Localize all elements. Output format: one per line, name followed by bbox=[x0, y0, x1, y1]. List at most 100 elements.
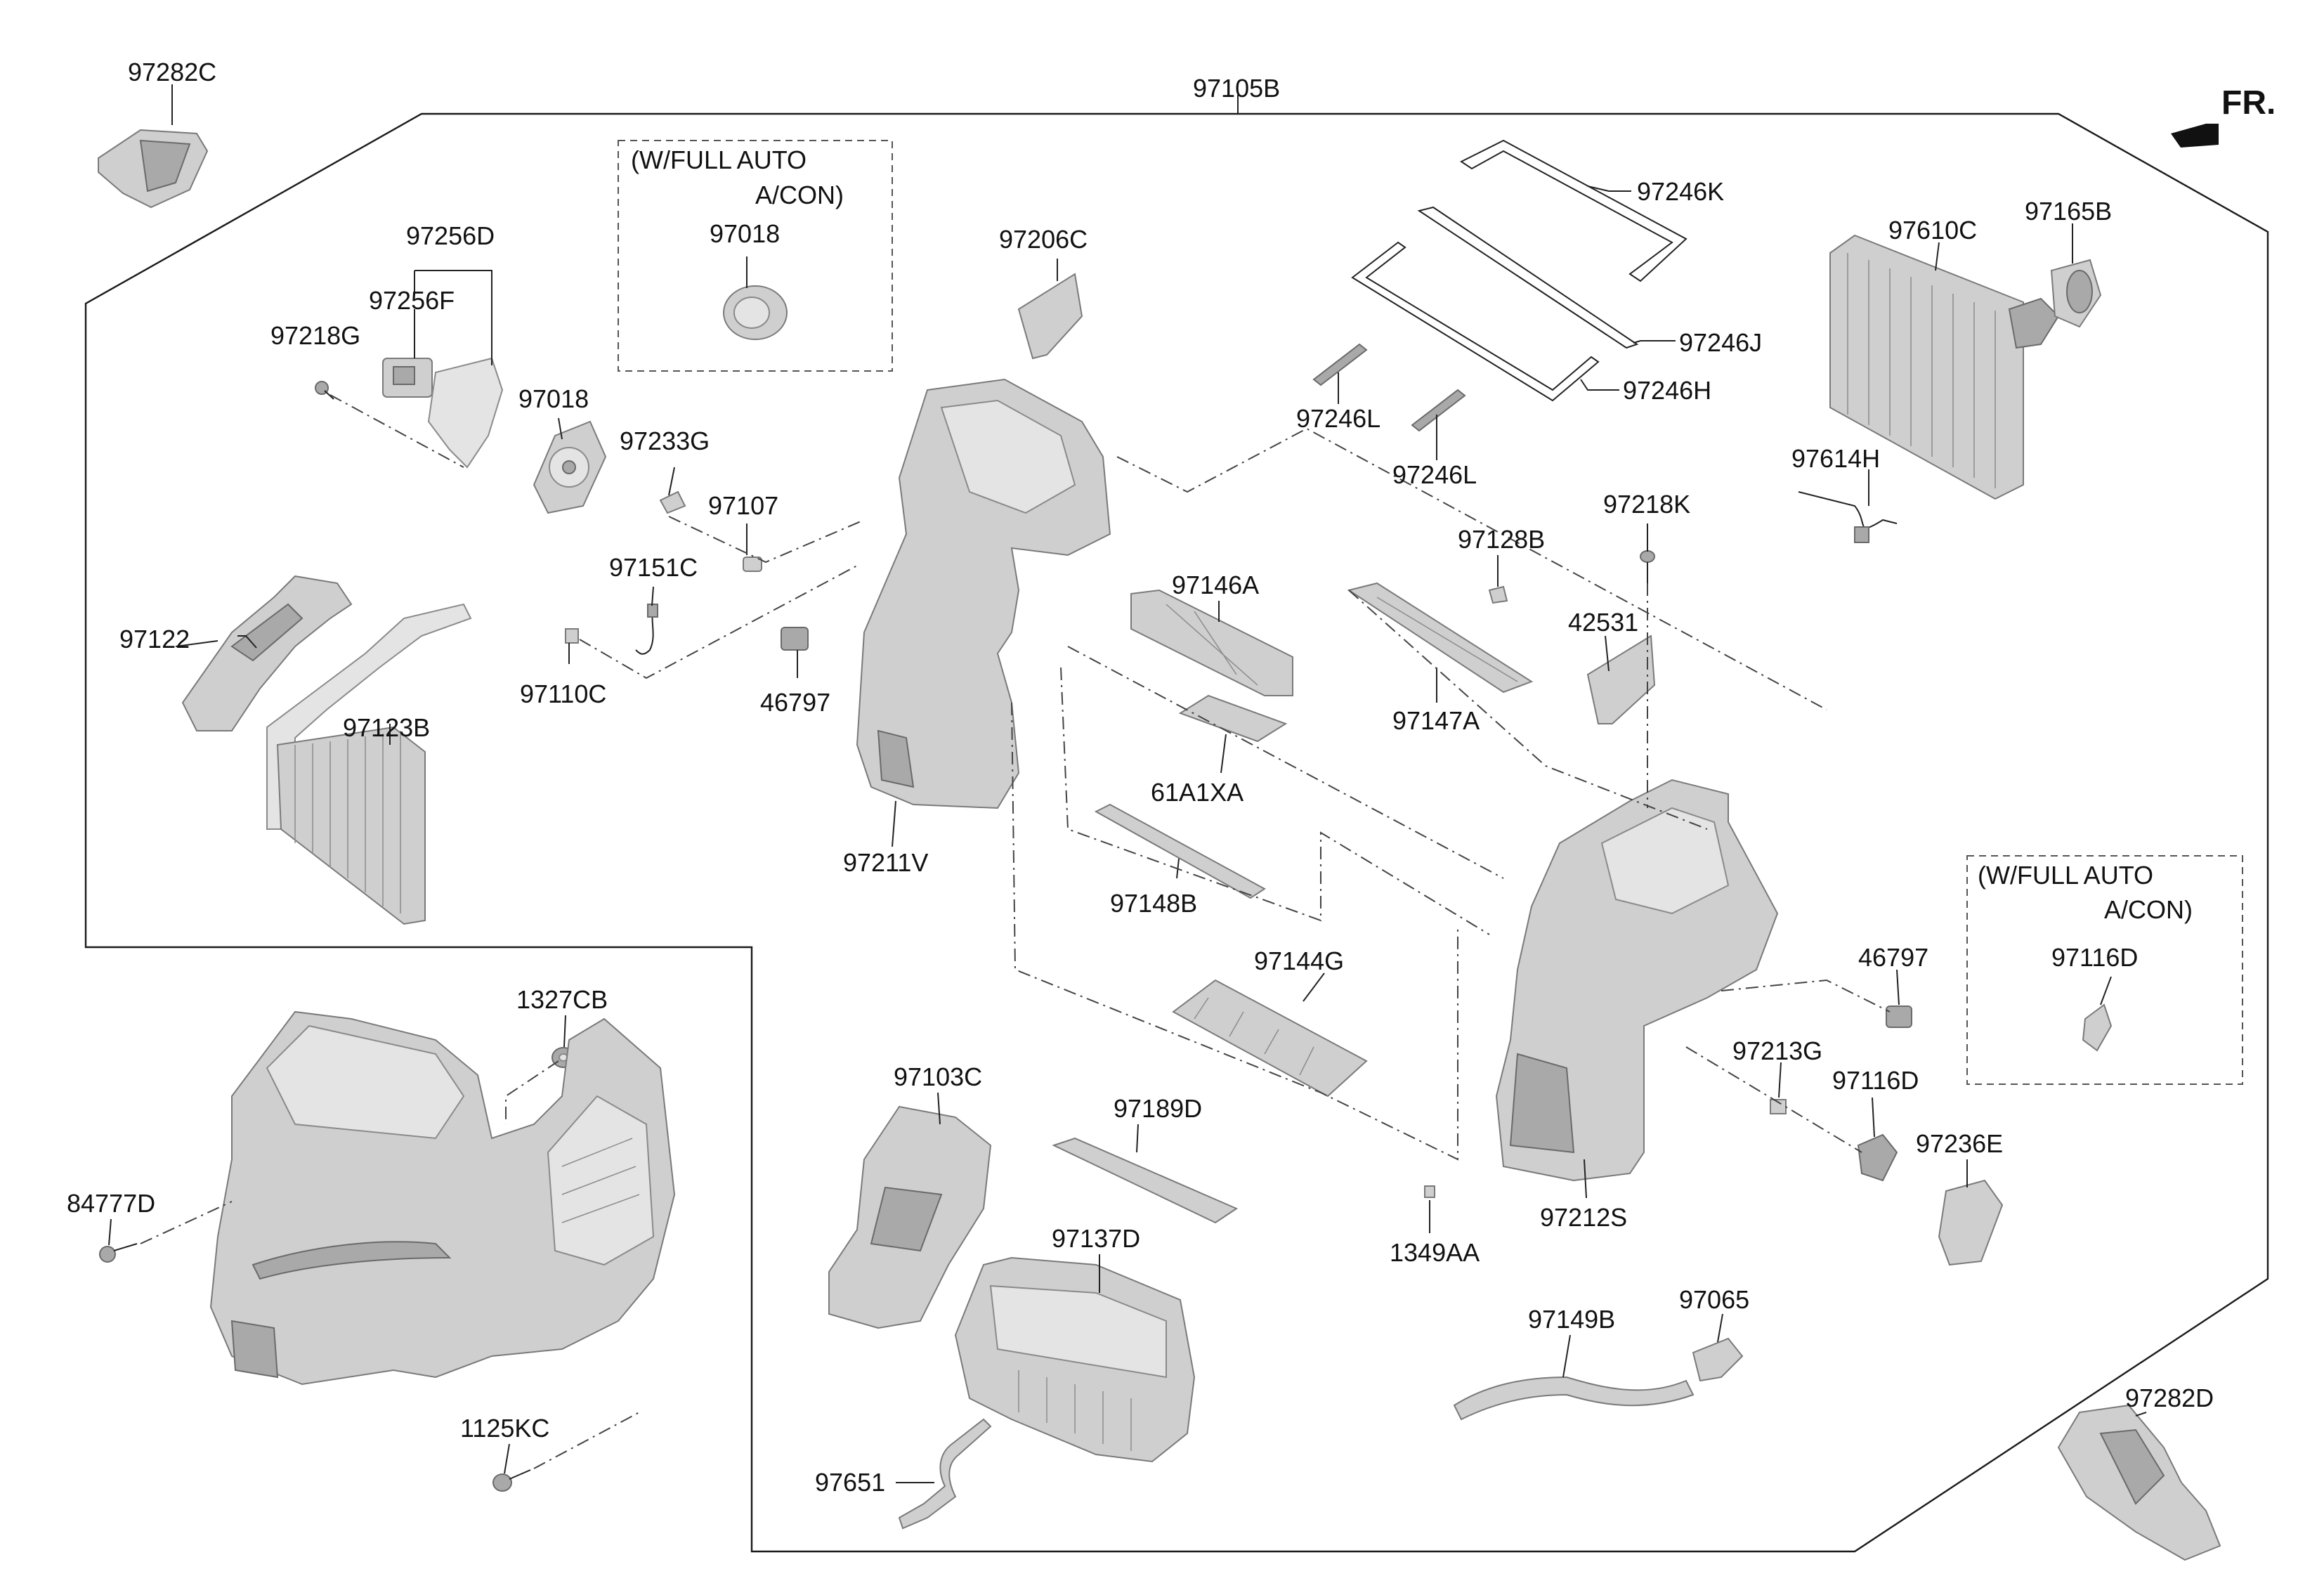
part-label-97246J: 97246J bbox=[1679, 328, 1762, 357]
part-label-97065: 97065 bbox=[1679, 1285, 1749, 1314]
part-97651-hose bbox=[898, 1418, 992, 1530]
part-97147A-filter bbox=[1347, 582, 1534, 694]
part-97189D-bracket bbox=[1052, 1137, 1239, 1224]
part-97206C-illustration bbox=[1017, 273, 1083, 360]
part-97122-duct bbox=[181, 575, 353, 731]
part-label-97147A: 97147A bbox=[1392, 706, 1480, 735]
part-97246L-strip-2 bbox=[1411, 389, 1466, 432]
part-97116D-lever bbox=[1857, 1133, 1898, 1182]
assembly-label: 97105B bbox=[1193, 74, 1280, 103]
assembly-outline bbox=[84, 112, 2269, 1553]
part-97211V-case bbox=[856, 378, 1111, 809]
part-42531-illustration bbox=[1586, 634, 1656, 724]
option-box-top-line1: (W/FULL AUTO bbox=[631, 145, 807, 174]
part-label-97206C: 97206C bbox=[999, 225, 1088, 254]
part-label-97123B: 97123B bbox=[343, 713, 430, 742]
part-97282D-illustration bbox=[2057, 1404, 2221, 1561]
leader-lines bbox=[108, 84, 2147, 1483]
part-label-97122: 97122 bbox=[119, 625, 190, 653]
part-97103C-duct bbox=[828, 1105, 992, 1329]
part-61A1XA-illustration bbox=[1178, 694, 1288, 743]
part-label-97246K: 97246K bbox=[1637, 177, 1724, 206]
part-97236E-actuator bbox=[1938, 1179, 2004, 1266]
part-97165B-illustration bbox=[2050, 259, 2102, 328]
part-label-97128B: 97128B bbox=[1458, 525, 1545, 554]
part-label-97146A: 97146A bbox=[1172, 571, 1259, 599]
part-label-97107: 97107 bbox=[708, 491, 778, 520]
part-97218G-screw bbox=[315, 381, 334, 400]
part-label-97116D-option: 97116D bbox=[2051, 943, 2138, 972]
part-97246J-seal bbox=[1417, 206, 1639, 349]
part-label-97282C: 97282C bbox=[128, 58, 216, 86]
part-97614H-sensor bbox=[1798, 491, 1898, 543]
part-label-97256D: 97256D bbox=[406, 221, 495, 250]
part-97282C-illustration bbox=[98, 129, 209, 209]
option-box-right-line1: (W/FULL AUTO bbox=[1978, 861, 2153, 890]
part-97233G-illustration bbox=[659, 490, 686, 514]
part-label-97137D: 97137D bbox=[1052, 1224, 1140, 1253]
part-97246K-seal bbox=[1460, 139, 1687, 282]
part-97144G-filter bbox=[1172, 979, 1368, 1098]
option-box-right-line2: A/CON) bbox=[2104, 895, 2193, 924]
part-97246L-strip-1 bbox=[1312, 343, 1368, 386]
dash-guide-lines bbox=[140, 394, 1891, 1469]
option-box-right bbox=[1966, 855, 2243, 1085]
part-46797-clip bbox=[781, 627, 809, 651]
part-label-97212S: 97212S bbox=[1540, 1203, 1627, 1232]
part-label-97149B: 97149B bbox=[1528, 1305, 1615, 1334]
part-97128B-illustration bbox=[1488, 585, 1508, 604]
hvac-assembly-illustration bbox=[209, 1010, 676, 1386]
part-label-1125KC: 1125KC bbox=[460, 1414, 549, 1443]
part-label-84777D: 84777D bbox=[67, 1189, 155, 1218]
part-label-1349AA: 1349AA bbox=[1390, 1238, 1480, 1267]
front-arrow-icon bbox=[2171, 124, 2219, 148]
part-97146A-filter bbox=[1130, 589, 1293, 696]
part-label-97233G: 97233G bbox=[620, 427, 710, 455]
part-label-97246L-2: 97246L bbox=[1392, 460, 1477, 489]
option-box-top bbox=[618, 140, 893, 372]
part-46797-right-clip bbox=[1886, 1005, 1912, 1028]
part-97246H-seal bbox=[1351, 241, 1600, 402]
part-97149B-hose bbox=[1453, 1376, 1695, 1421]
part-97256F-illustration bbox=[382, 358, 433, 398]
part-label-97236E: 97236E bbox=[1916, 1129, 2003, 1158]
part-97110C-illustration bbox=[565, 628, 579, 644]
part-label-97151C: 97151C bbox=[609, 553, 698, 582]
part-97151C-cable bbox=[635, 604, 658, 655]
part-97018-gear bbox=[533, 420, 607, 514]
part-97107-illustration bbox=[743, 557, 762, 572]
part-label-97189D: 97189D bbox=[1114, 1094, 1202, 1123]
part-1349AA-illustration bbox=[1424, 1185, 1435, 1198]
part-label-97144G: 97144G bbox=[1254, 946, 1344, 975]
part-label-97651: 97651 bbox=[815, 1468, 885, 1497]
part-97218K-screw bbox=[1640, 550, 1655, 583]
part-label-97610C: 97610C bbox=[1888, 216, 1977, 245]
part-label-97213G: 97213G bbox=[1732, 1036, 1822, 1065]
part-97065-illustration bbox=[1692, 1337, 1744, 1382]
part-97256D-illustration bbox=[427, 357, 504, 469]
fr-label: FR. bbox=[2221, 84, 2276, 122]
part-97137D-case bbox=[954, 1256, 1196, 1463]
part-97212S-case bbox=[1495, 779, 1779, 1182]
part-97018-option-gear bbox=[723, 285, 788, 340]
part-label-97614H: 97614H bbox=[1791, 444, 1880, 473]
part-label-97165B: 97165B bbox=[2025, 197, 2112, 226]
part-label-97116D: 97116D bbox=[1832, 1066, 1919, 1095]
part-label-1327CB: 1327CB bbox=[516, 985, 608, 1014]
part-label-46797-right: 46797 bbox=[1858, 943, 1928, 972]
part-label-97018: 97018 bbox=[518, 384, 589, 413]
part-label-97218K: 97218K bbox=[1603, 490, 1690, 519]
part-97610C-evaporator bbox=[1829, 234, 2060, 500]
part-label-97246L-1: 97246L bbox=[1296, 404, 1380, 433]
part-label-97110C: 97110C bbox=[520, 679, 606, 708]
part-label-97246H: 97246H bbox=[1623, 376, 1711, 405]
part-1125KC-screw bbox=[492, 1469, 531, 1492]
part-label-97282D: 97282D bbox=[2125, 1384, 2214, 1412]
part-label-97148B: 97148B bbox=[1110, 889, 1197, 918]
part-label-46797: 46797 bbox=[760, 688, 830, 717]
part-label-97018-option: 97018 bbox=[710, 219, 780, 248]
option-box-top-line2: A/CON) bbox=[755, 181, 844, 209]
part-label-61A1XA: 61A1XA bbox=[1151, 778, 1243, 807]
part-84777D-screw bbox=[99, 1243, 138, 1263]
